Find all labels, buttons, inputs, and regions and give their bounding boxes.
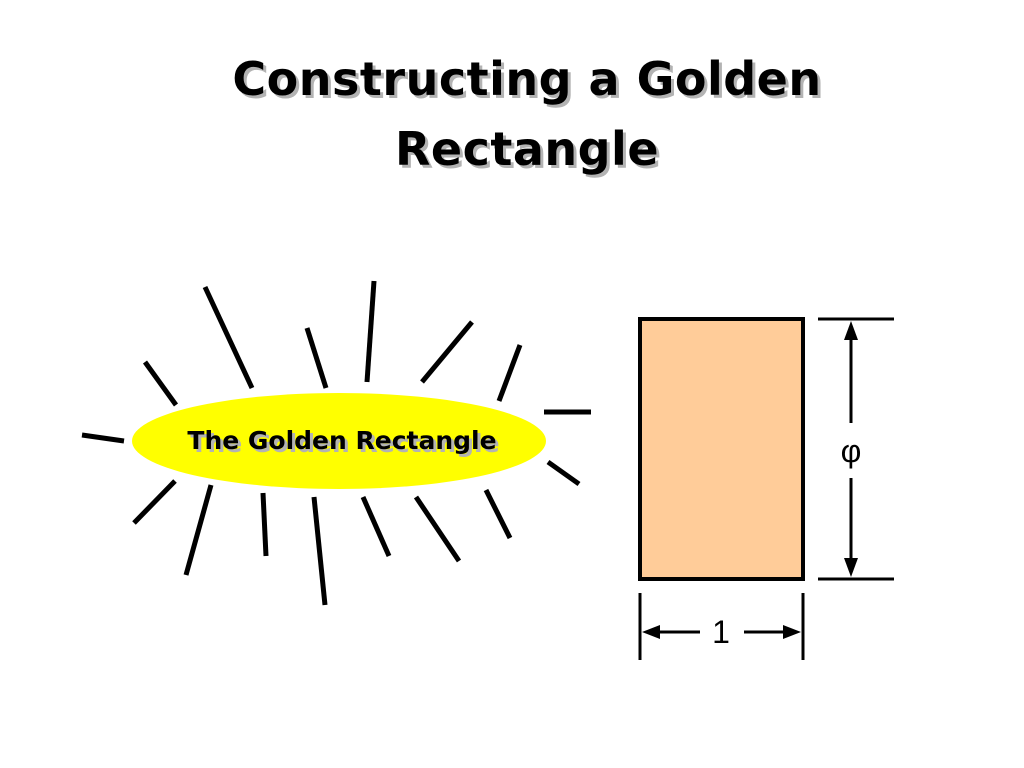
height-dimension <box>818 317 894 581</box>
ray <box>304 327 329 389</box>
ray <box>202 285 255 390</box>
height-arrowhead-down <box>844 558 858 577</box>
width-label-one: 1 <box>712 614 730 650</box>
ray <box>81 432 125 444</box>
ray <box>142 360 179 407</box>
ray <box>360 495 392 558</box>
ray <box>496 344 523 402</box>
height-arrowhead-up <box>844 321 858 340</box>
ray <box>546 459 581 487</box>
slide-title: Constructing a Golden Rectangle <box>112 44 942 184</box>
height-label-phi: φ <box>841 433 862 469</box>
badge-label-shadow: The Golden Rectangle <box>190 429 499 458</box>
sunburst-rays <box>81 280 591 606</box>
ray <box>413 495 462 563</box>
ray <box>132 479 177 525</box>
ray <box>420 320 474 384</box>
badge-label: The Golden Rectangle <box>187 426 496 455</box>
ray <box>311 496 328 606</box>
ray <box>483 488 513 540</box>
ray <box>183 484 214 576</box>
ray <box>364 280 377 383</box>
golden-rectangle <box>638 317 805 581</box>
width-arrowhead-right <box>783 625 801 639</box>
slide-title-line-2: Rectangle <box>394 122 660 176</box>
ray <box>260 492 269 557</box>
golden-rectangle-badge: The Golden Rectangle The Golden Rectangl… <box>132 393 546 489</box>
slide-title-line-1: Constructing a Golden <box>232 52 822 106</box>
width-dimension <box>638 593 805 660</box>
width-arrowhead-left <box>642 625 660 639</box>
badge-ellipse <box>132 393 546 489</box>
